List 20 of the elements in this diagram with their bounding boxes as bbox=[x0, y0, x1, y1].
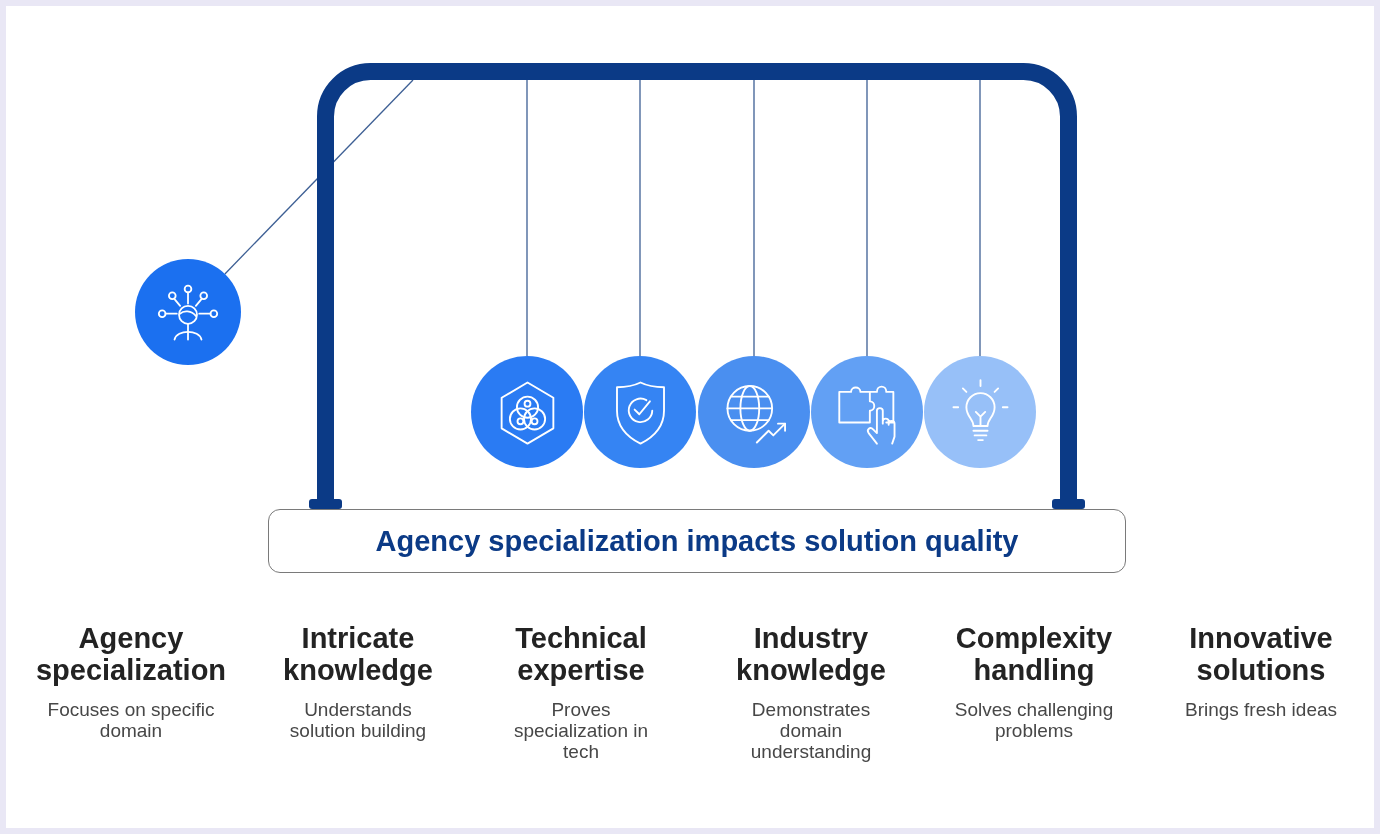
pendulum-string bbox=[639, 79, 641, 357]
column-description: Proves specialization in tech bbox=[512, 699, 650, 762]
column-heading: Complexity handling bbox=[954, 622, 1114, 686]
column-description: Focuses on specific domain bbox=[46, 699, 216, 741]
column-heading: Intricate knowledge bbox=[282, 622, 434, 686]
column-description: Brings fresh ideas bbox=[1183, 699, 1339, 720]
pendulum-string bbox=[866, 79, 868, 357]
column-heading: Innovative solutions bbox=[1188, 622, 1334, 686]
base-panel bbox=[268, 509, 1126, 573]
column-heading: Agency specialization bbox=[34, 622, 228, 686]
statement-text: Agency specialization impacts solution quality bbox=[375, 524, 1019, 558]
pendulum-string bbox=[526, 79, 528, 357]
column-heading: Technical expertise bbox=[514, 622, 648, 686]
column-heading: Industry knowledge bbox=[735, 622, 887, 686]
column-description: Demonstrates domain understanding bbox=[749, 699, 873, 762]
column-description: Understands solution building bbox=[288, 699, 428, 741]
column-description: Solves challenging problems bbox=[953, 699, 1115, 741]
pendulum-string bbox=[753, 79, 755, 357]
pendulum-string bbox=[224, 79, 414, 275]
pendulum-string bbox=[979, 79, 981, 357]
